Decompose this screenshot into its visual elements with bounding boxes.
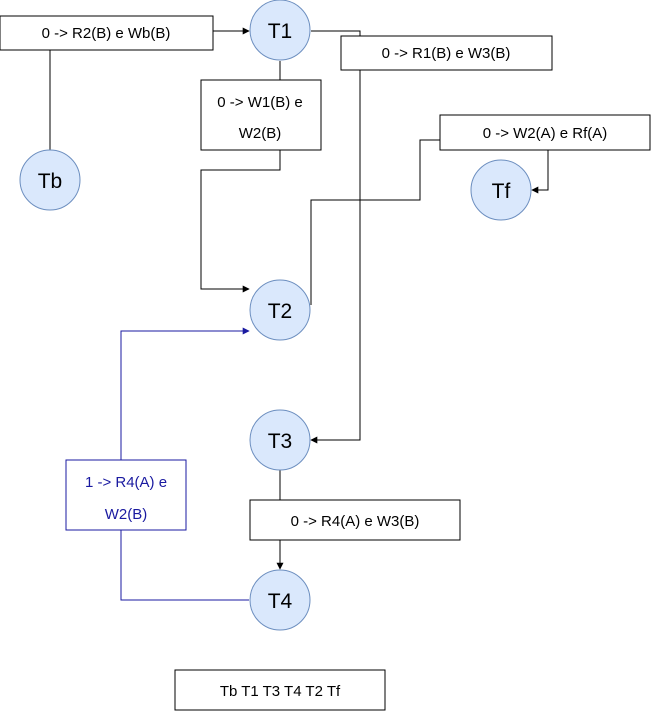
node-t3-label: T3 bbox=[268, 430, 293, 453]
edge-label-t2-tf-text: 0 -> W2(A) e Rf(A) bbox=[483, 125, 608, 142]
edge-label-tb-t1-text: 0 -> R2(B) e Wb(B) bbox=[42, 25, 171, 42]
node-t4-label: T4 bbox=[268, 590, 293, 613]
edge-t4-t2-upper bbox=[120, 327, 250, 460]
edge-t2-tf bbox=[310, 139, 440, 305]
edge-t1-t3 bbox=[310, 30, 361, 444]
node-t1: T1 bbox=[249, 0, 311, 61]
node-t4: T4 bbox=[249, 569, 311, 631]
node-tb: Tb bbox=[19, 149, 81, 211]
node-t2: T2 bbox=[249, 279, 311, 341]
edge-t4-t2 bbox=[120, 530, 249, 601]
edge-label-t1-t3: 0 -> R1(B) e W3(B) bbox=[340, 35, 553, 71]
edge-label-t1-t2-line1: 0 -> W1(B) e bbox=[217, 94, 302, 111]
node-t2-label: T2 bbox=[268, 300, 293, 323]
edge-label-t3-t4-text: 0 -> R4(A) e W3(B) bbox=[291, 513, 420, 530]
edge-label-t1-t3-text: 0 -> R1(B) e W3(B) bbox=[382, 45, 511, 62]
edge-label-t3-t4: 0 -> R4(A) e W3(B) bbox=[249, 499, 461, 541]
edge-label-t4-t2-line1: 1 -> R4(A) e bbox=[85, 474, 167, 491]
node-tf: Tf bbox=[470, 159, 532, 221]
node-t1-label: T1 bbox=[268, 20, 293, 43]
serial-order-text: Tb T1 T3 T4 T2 Tf bbox=[220, 683, 341, 700]
edge-label-t2-tf: 0 -> W2(A) e Rf(A) bbox=[439, 114, 651, 151]
edge-t2-tf-arrow bbox=[531, 150, 549, 194]
edge-t1-t2-lower bbox=[200, 150, 281, 293]
edge-label-t4-t2: 1 -> R4(A) e W2(B) bbox=[65, 459, 187, 531]
node-tf-label: Tf bbox=[492, 180, 511, 203]
edge-label-t4-t2-line2: W2(B) bbox=[105, 506, 148, 523]
edge-label-t1-t2: 0 -> W1(B) e W2(B) bbox=[200, 79, 322, 151]
edge-label-t1-t2-line2: W2(B) bbox=[239, 125, 282, 142]
node-tb-label: Tb bbox=[38, 170, 63, 193]
edge-label-tb-t1: 0 -> R2(B) e Wb(B) bbox=[0, 15, 214, 51]
node-t3: T3 bbox=[249, 409, 311, 471]
serial-order-box: Tb T1 T3 T4 T2 Tf bbox=[174, 669, 386, 711]
